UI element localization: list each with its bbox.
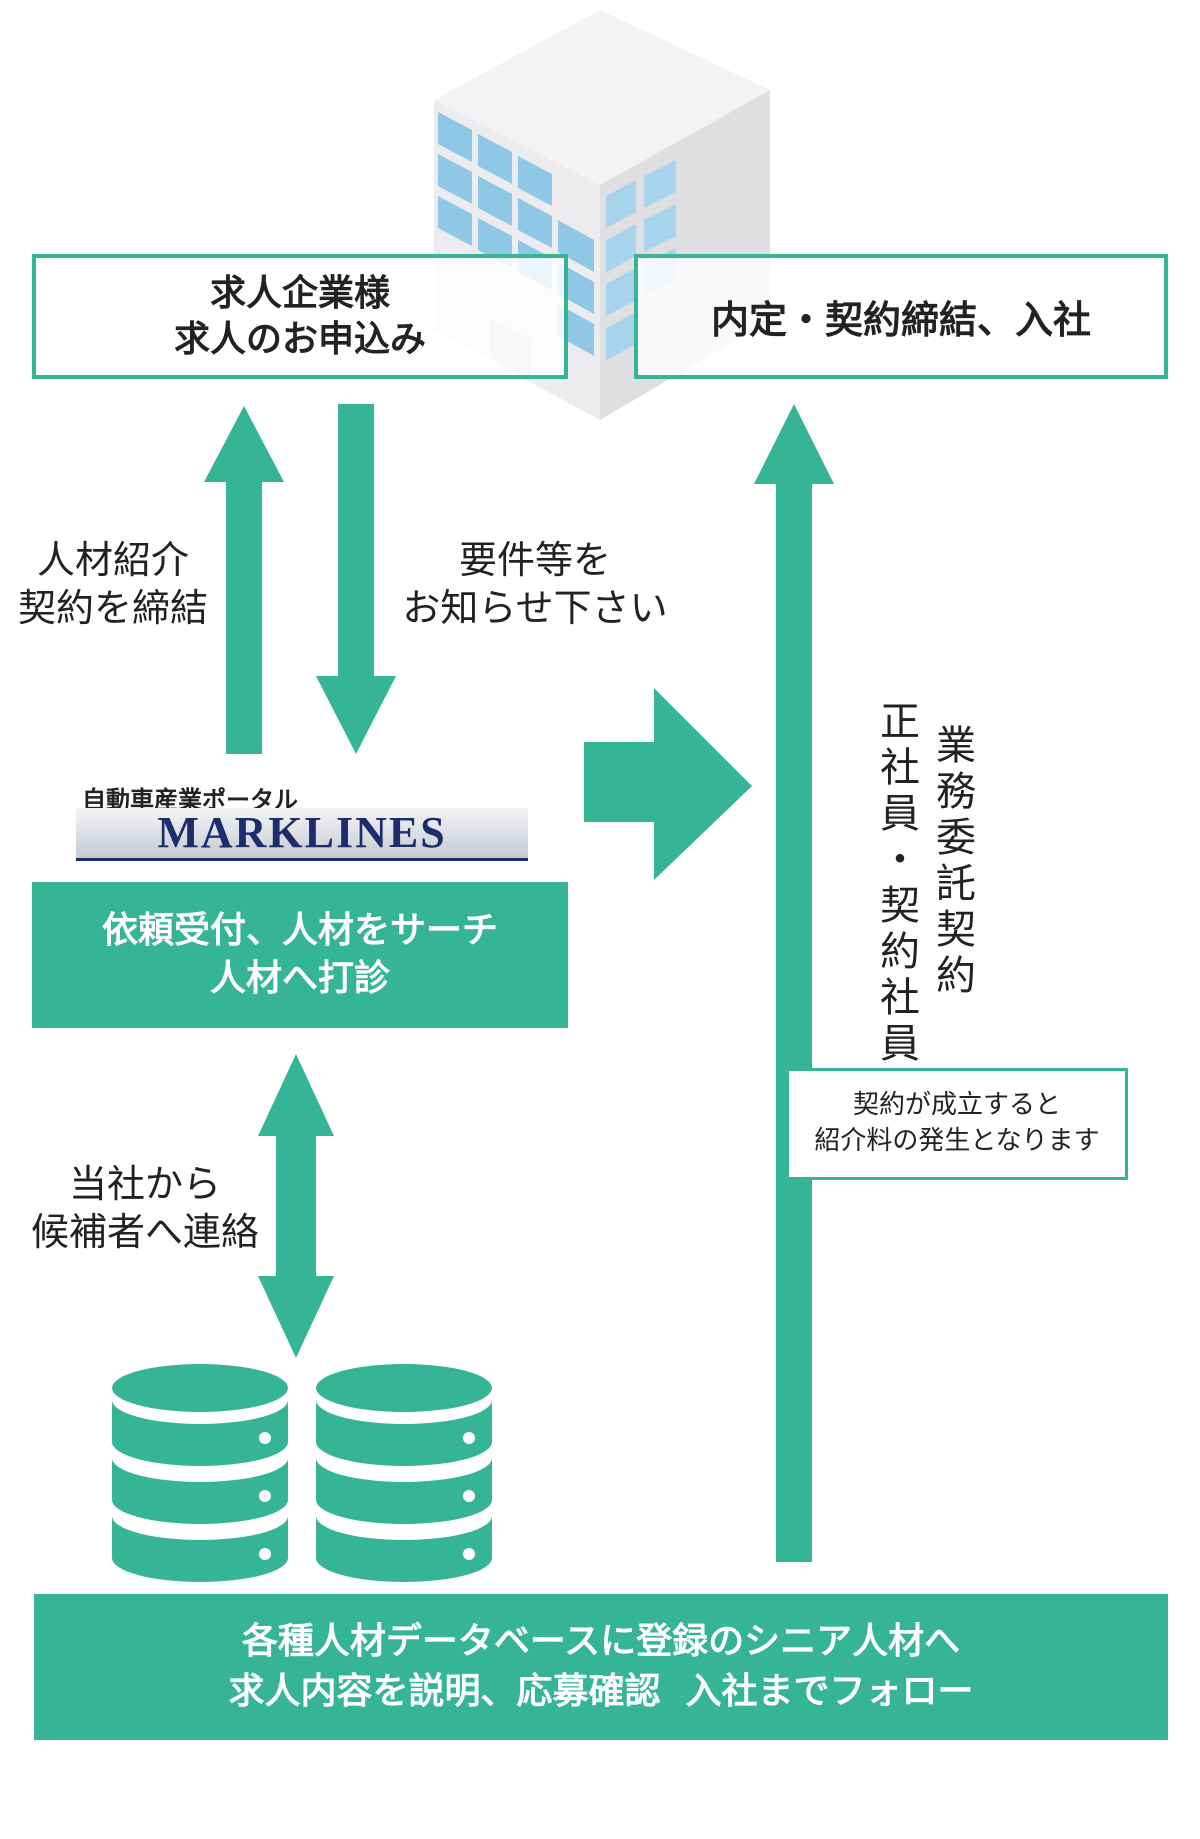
database-followup-box: 各種人材データベースに登録のシニア人材へ 求人内容を説明、応募確認 入社までフォ… — [34, 1594, 1168, 1740]
search-request-line2: 人材へ打診 — [209, 958, 390, 999]
fee-note-line2: 紹介料の発生となります — [814, 1126, 1100, 1156]
requirements-label-line2: お知らせ下さい — [402, 586, 668, 630]
arrow-up-hire — [754, 404, 834, 1562]
arrow-right-process — [584, 688, 752, 880]
offer-contract-box: 内定・契約締結、入社 — [634, 254, 1168, 379]
database-followup-line1: 各種人材データベースに登録のシニア人材へ — [241, 1621, 961, 1662]
arrow-up-contract — [204, 406, 284, 754]
client-application-line2: 求人のお申込み — [173, 318, 426, 360]
search-request-box: 依頼受付、人材をサーチ 人材へ打診 — [32, 882, 568, 1028]
arrow-double-contact — [258, 1054, 334, 1358]
contact-label-line2: 候補者へ連絡 — [30, 1210, 259, 1254]
requirements-label: 要件等を お知らせ下さい — [380, 536, 690, 632]
database-followup-line2: 求人内容を説明、応募確認 入社までフォロー — [228, 1671, 974, 1712]
logo-name: MARKLINES — [76, 808, 528, 861]
outsourcing-contract-label: 業務委託契約 — [929, 724, 975, 1000]
contact-label: 当社から 候補者へ連絡 — [0, 1160, 290, 1256]
contract-label: 人材紹介 契約を締結 — [0, 536, 226, 632]
employee-type-label: 正社員・契約社員 — [873, 700, 919, 1068]
contact-label-line1: 当社から — [68, 1162, 221, 1206]
offer-contract-text: 内定・契約締結、入社 — [710, 298, 1091, 342]
search-request-line1: 依頼受付、人材をサーチ — [101, 910, 498, 951]
fee-note-box: 契約が成立すると 紹介料の発生となります — [786, 1068, 1128, 1180]
fee-note-line1: 契約が成立すると — [852, 1090, 1061, 1120]
marklines-logo: 自動車産業ポータル MARKLINES — [76, 780, 528, 864]
contract-label-line2: 契約を締結 — [17, 586, 208, 630]
arrow-down-requirements — [316, 404, 396, 754]
client-application-line1: 求人企業様 — [209, 272, 390, 314]
client-application-box: 求人企業様 求人のお申込み — [32, 254, 568, 379]
requirements-label-line1: 要件等を — [458, 538, 611, 582]
contract-label-line1: 人材紹介 — [36, 538, 189, 582]
